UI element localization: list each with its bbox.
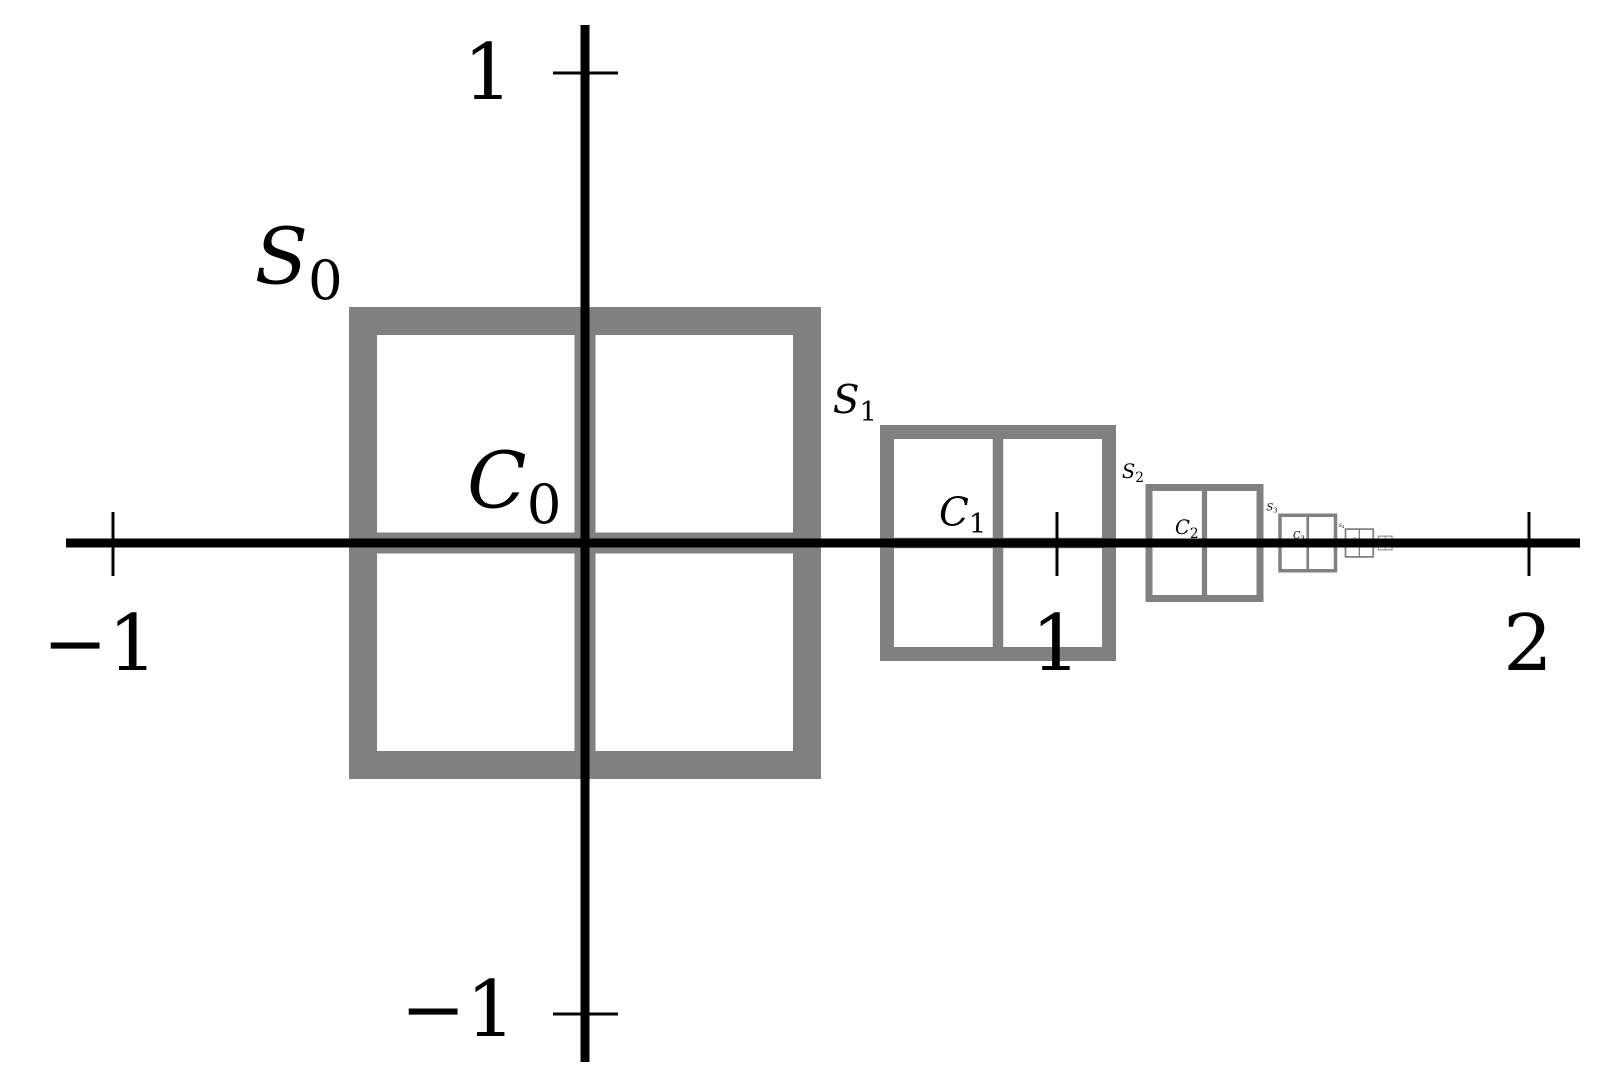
square-1-c-label: C1 <box>939 490 986 540</box>
x-tick-label-neg1: −1 <box>43 599 158 689</box>
x-tick-label-2: 2 <box>1503 599 1553 689</box>
square-2-c-label: C2 <box>1175 516 1199 542</box>
square-0-c-label: C0 <box>467 437 561 537</box>
squares-group: S0C0S1C1S2C2S3C3S4C4 <box>255 212 1393 779</box>
x-tick-label-1: 1 <box>1031 599 1081 689</box>
square-1-s-label: S1 <box>833 378 877 428</box>
square-3: S3C3 <box>1266 503 1338 573</box>
square-3-s-label: S3 <box>1266 503 1277 515</box>
y-tick-label-1: 1 <box>463 28 513 118</box>
square-4-s-label: S4 <box>1339 523 1345 529</box>
square-2-s-label: S2 <box>1122 460 1144 486</box>
y-tick-label-neg1: −1 <box>401 965 516 1055</box>
square-0-s-label: S0 <box>255 212 343 312</box>
